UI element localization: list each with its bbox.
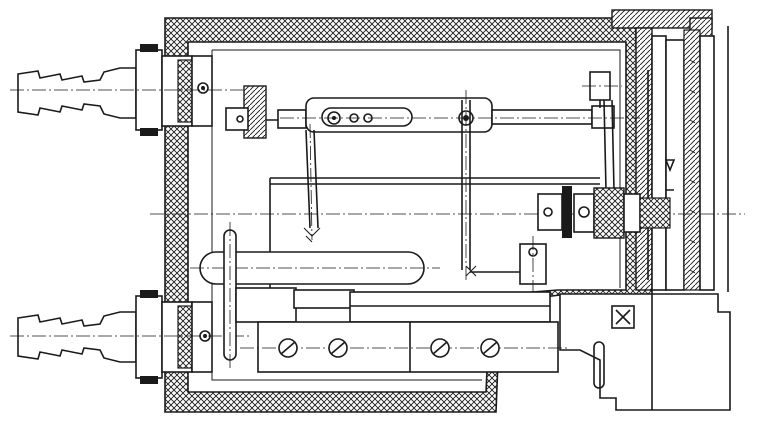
hose-fitting-bottom (10, 290, 250, 384)
upper-bracket (225, 85, 267, 139)
base-plate (235, 287, 570, 373)
linkage-rods (303, 99, 615, 270)
screw-1 (278, 338, 298, 358)
screw-4 (480, 338, 500, 358)
screw-3 (430, 338, 450, 358)
main-cylinder (190, 251, 440, 285)
spindle-assembly (537, 159, 676, 239)
top-post (582, 71, 622, 108)
upper-tube-assembly (266, 97, 640, 133)
scale-window (635, 26, 729, 292)
screw-2 (328, 338, 348, 358)
base-screws (278, 338, 500, 358)
hose-fitting-top (10, 44, 250, 136)
rod-centerlines (309, 90, 534, 292)
pivot-lever (465, 243, 547, 285)
vertical-pin (223, 222, 237, 370)
bottom-right-block (559, 293, 731, 411)
